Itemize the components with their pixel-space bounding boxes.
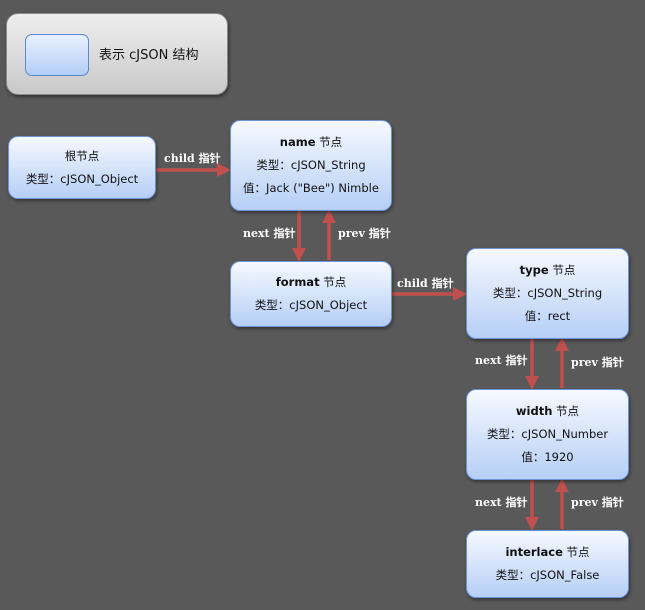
edge-label-format-name-prev: prev 指针 — [338, 226, 391, 240]
node-type-value: 值：rect — [524, 309, 571, 323]
edge-label-format-type: child 指针 — [397, 276, 454, 290]
node-root-title: 根节点 — [64, 148, 100, 163]
node-type-key: type — [519, 263, 549, 277]
node-name: name 节点 类型：cJSON_String 值：Jack ("Bee") N… — [230, 120, 392, 211]
node-interlace-key: interlace — [505, 545, 563, 559]
edge-label-width-type-prev: prev 指针 — [571, 355, 624, 369]
node-format-key: format — [275, 275, 320, 289]
node-name-title: name 节点 — [280, 131, 342, 154]
edge-label-name-format-next: next 指针 — [243, 226, 295, 240]
node-root-type: 类型：cJSON_Object — [25, 171, 139, 186]
node-format-title: format 节点 — [276, 271, 346, 294]
node-name-key: name — [279, 135, 316, 149]
node-width-suffix: 节点 — [552, 404, 580, 418]
node-width-title: width 节点 — [516, 400, 579, 423]
node-format-type: 类型：cJSON_Object — [254, 298, 368, 312]
legend-swatch — [25, 34, 89, 76]
edge-label-width-interlace-next: next 指针 — [475, 495, 527, 509]
node-name-value: 值：Jack ("Bee") Nimble — [243, 181, 379, 195]
legend-box: 表示 cJSON 结构 — [6, 13, 228, 95]
node-root: 根节点 类型：cJSON_Object — [8, 136, 156, 199]
node-interlace-title: interlace 节点 — [505, 541, 589, 564]
node-width-value: 值：1920 — [521, 450, 574, 464]
node-width: width 节点 类型：cJSON_Number 值：1920 — [466, 389, 629, 480]
node-format-suffix: 节点 — [319, 275, 347, 289]
node-type-suffix: 节点 — [548, 263, 576, 277]
node-name-suffix: 节点 — [315, 135, 343, 149]
node-type-title: type 节点 — [520, 259, 576, 282]
edge-label-interlace-width-prev: prev 指针 — [571, 495, 624, 509]
legend-text: 表示 cJSON 结构 — [99, 48, 199, 63]
node-type-type: 类型：cJSON_String — [492, 286, 603, 300]
node-interlace-suffix: 节点 — [562, 545, 590, 559]
node-interlace: interlace 节点 类型：cJSON_False — [466, 530, 629, 598]
node-width-key: width — [515, 404, 553, 418]
edge-label-root-name: child 指针 — [164, 151, 221, 165]
edge-label-type-width-next: next 指针 — [475, 353, 527, 367]
node-type: type 节点 类型：cJSON_String 值：rect — [466, 248, 629, 339]
node-format: format 节点 类型：cJSON_Object — [230, 261, 392, 327]
node-width-type: 类型：cJSON_Number — [486, 427, 609, 441]
node-interlace-type: 类型：cJSON_False — [495, 568, 600, 582]
node-name-type: 类型：cJSON_String — [256, 158, 366, 172]
